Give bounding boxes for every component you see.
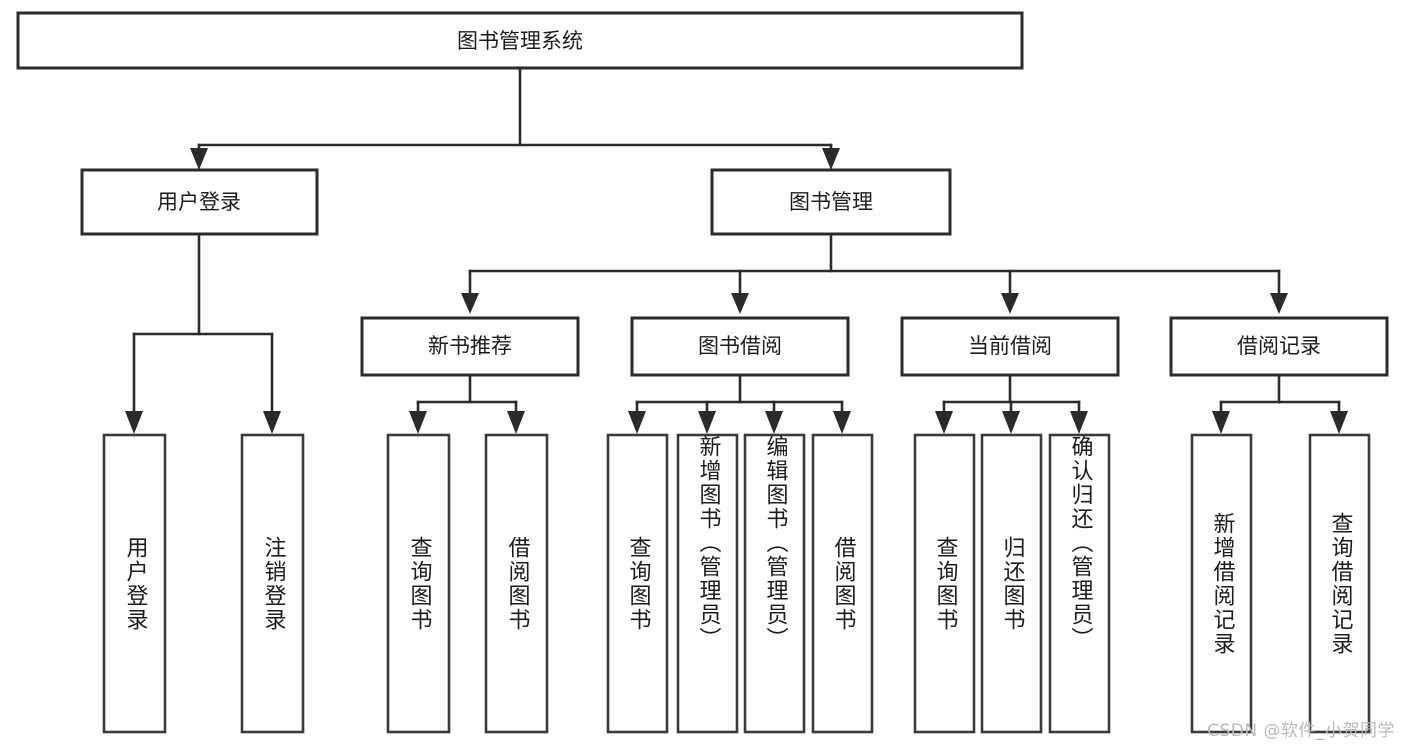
arrow-icon-to-leaf-add-record: [1212, 411, 1230, 434]
leaf-user-logout-box[interactable]: [240, 433, 305, 734]
node-layer: 图书管理系统 用户登录 图书管理 新书推荐 图书借阅: [16, 11, 1389, 734]
node-root-label: 图书管理系统: [457, 29, 583, 53]
arrow-icon-to-borrow-record: [1270, 293, 1288, 314]
arrow-icon-to-book-borrow: [731, 293, 749, 314]
node-book-manage[interactable]: 图书管理: [710, 168, 952, 236]
arrow-icon-to-leaf-edit-book: [765, 411, 783, 434]
leaf-borrow-book-2-box[interactable]: [811, 433, 874, 734]
node-current-borrow[interactable]: 当前借阅: [900, 316, 1120, 377]
node-book-borrow-label: 图书借阅: [698, 334, 782, 358]
node-book-manage-label: 图书管理: [789, 190, 873, 214]
arrow-icon-to-leaf-user-logout: [263, 411, 281, 434]
node-book-manage-box[interactable]: [710, 168, 952, 236]
leaf-query-record-box[interactable]: [1308, 433, 1371, 734]
node-root[interactable]: 图书管理系统: [16, 11, 1024, 70]
node-current-borrow-box[interactable]: [900, 316, 1120, 377]
leaf-user-login-box[interactable]: [102, 433, 167, 734]
leaf-return-book-box[interactable]: [980, 433, 1043, 734]
leaf-add-book-box[interactable]: [676, 433, 739, 734]
leaf-query-book-1-box[interactable]: [386, 433, 451, 734]
leaf-query-book-3-box[interactable]: [913, 433, 976, 734]
node-borrow-record-box[interactable]: [1169, 316, 1389, 377]
node-user-login[interactable]: 用户登录: [80, 168, 319, 236]
node-current-borrow-label: 当前借阅: [968, 334, 1052, 358]
leaf-edit-book-box[interactable]: [743, 433, 806, 734]
arrow-icon-to-leaf-borrow-book-1: [507, 411, 525, 434]
node-user-login-label: 用户登录: [157, 190, 241, 214]
leaf-box-layer: [102, 433, 1371, 734]
leaf-borrow-book-1-box[interactable]: [484, 433, 549, 734]
arrow-icon-to-leaf-user-login: [125, 411, 143, 434]
node-user-login-box[interactable]: [80, 168, 319, 236]
arrow-icon-to-book-manage: [822, 148, 840, 170]
leaf-add-record-box[interactable]: [1190, 433, 1253, 734]
node-borrow-record[interactable]: 借阅记录: [1169, 316, 1389, 377]
arrow-icon-to-current-borrow: [1001, 293, 1019, 314]
arrow-icon-to-leaf-query-record: [1330, 411, 1348, 434]
node-book-borrow-box[interactable]: [630, 316, 850, 377]
node-root-box[interactable]: [16, 11, 1024, 70]
arrow-icon-to-leaf-add-book: [698, 411, 716, 434]
node-new-book-recommend-label: 新书推荐: [428, 334, 512, 358]
leaf-confirm-return-box[interactable]: [1048, 433, 1111, 734]
node-new-book-recommend[interactable]: 新书推荐: [360, 316, 580, 377]
arrow-icon-to-user-login: [190, 148, 208, 170]
node-borrow-record-label: 借阅记录: [1237, 334, 1321, 358]
node-new-book-recommend-box[interactable]: [360, 316, 580, 377]
arrow-icon-to-leaf-return-book: [1002, 411, 1020, 434]
arrow-icon-to-leaf-query-book-3: [935, 411, 953, 434]
node-book-borrow[interactable]: 图书借阅: [630, 316, 850, 377]
csdn-watermark: CSDN @软件_小贺同学: [1207, 721, 1395, 741]
arrow-icon-to-leaf-confirm-return: [1070, 411, 1088, 434]
leaf-query-book-2-box[interactable]: [606, 433, 669, 734]
arrow-icon-to-leaf-borrow-book-2: [833, 411, 851, 434]
arrow-icon-to-leaf-query-book-1: [409, 411, 427, 434]
arrowhead-layer: [125, 148, 1348, 434]
arrow-icon-to-new-book-recommend: [461, 293, 479, 314]
arrow-icon-to-leaf-query-book-2: [628, 411, 646, 434]
